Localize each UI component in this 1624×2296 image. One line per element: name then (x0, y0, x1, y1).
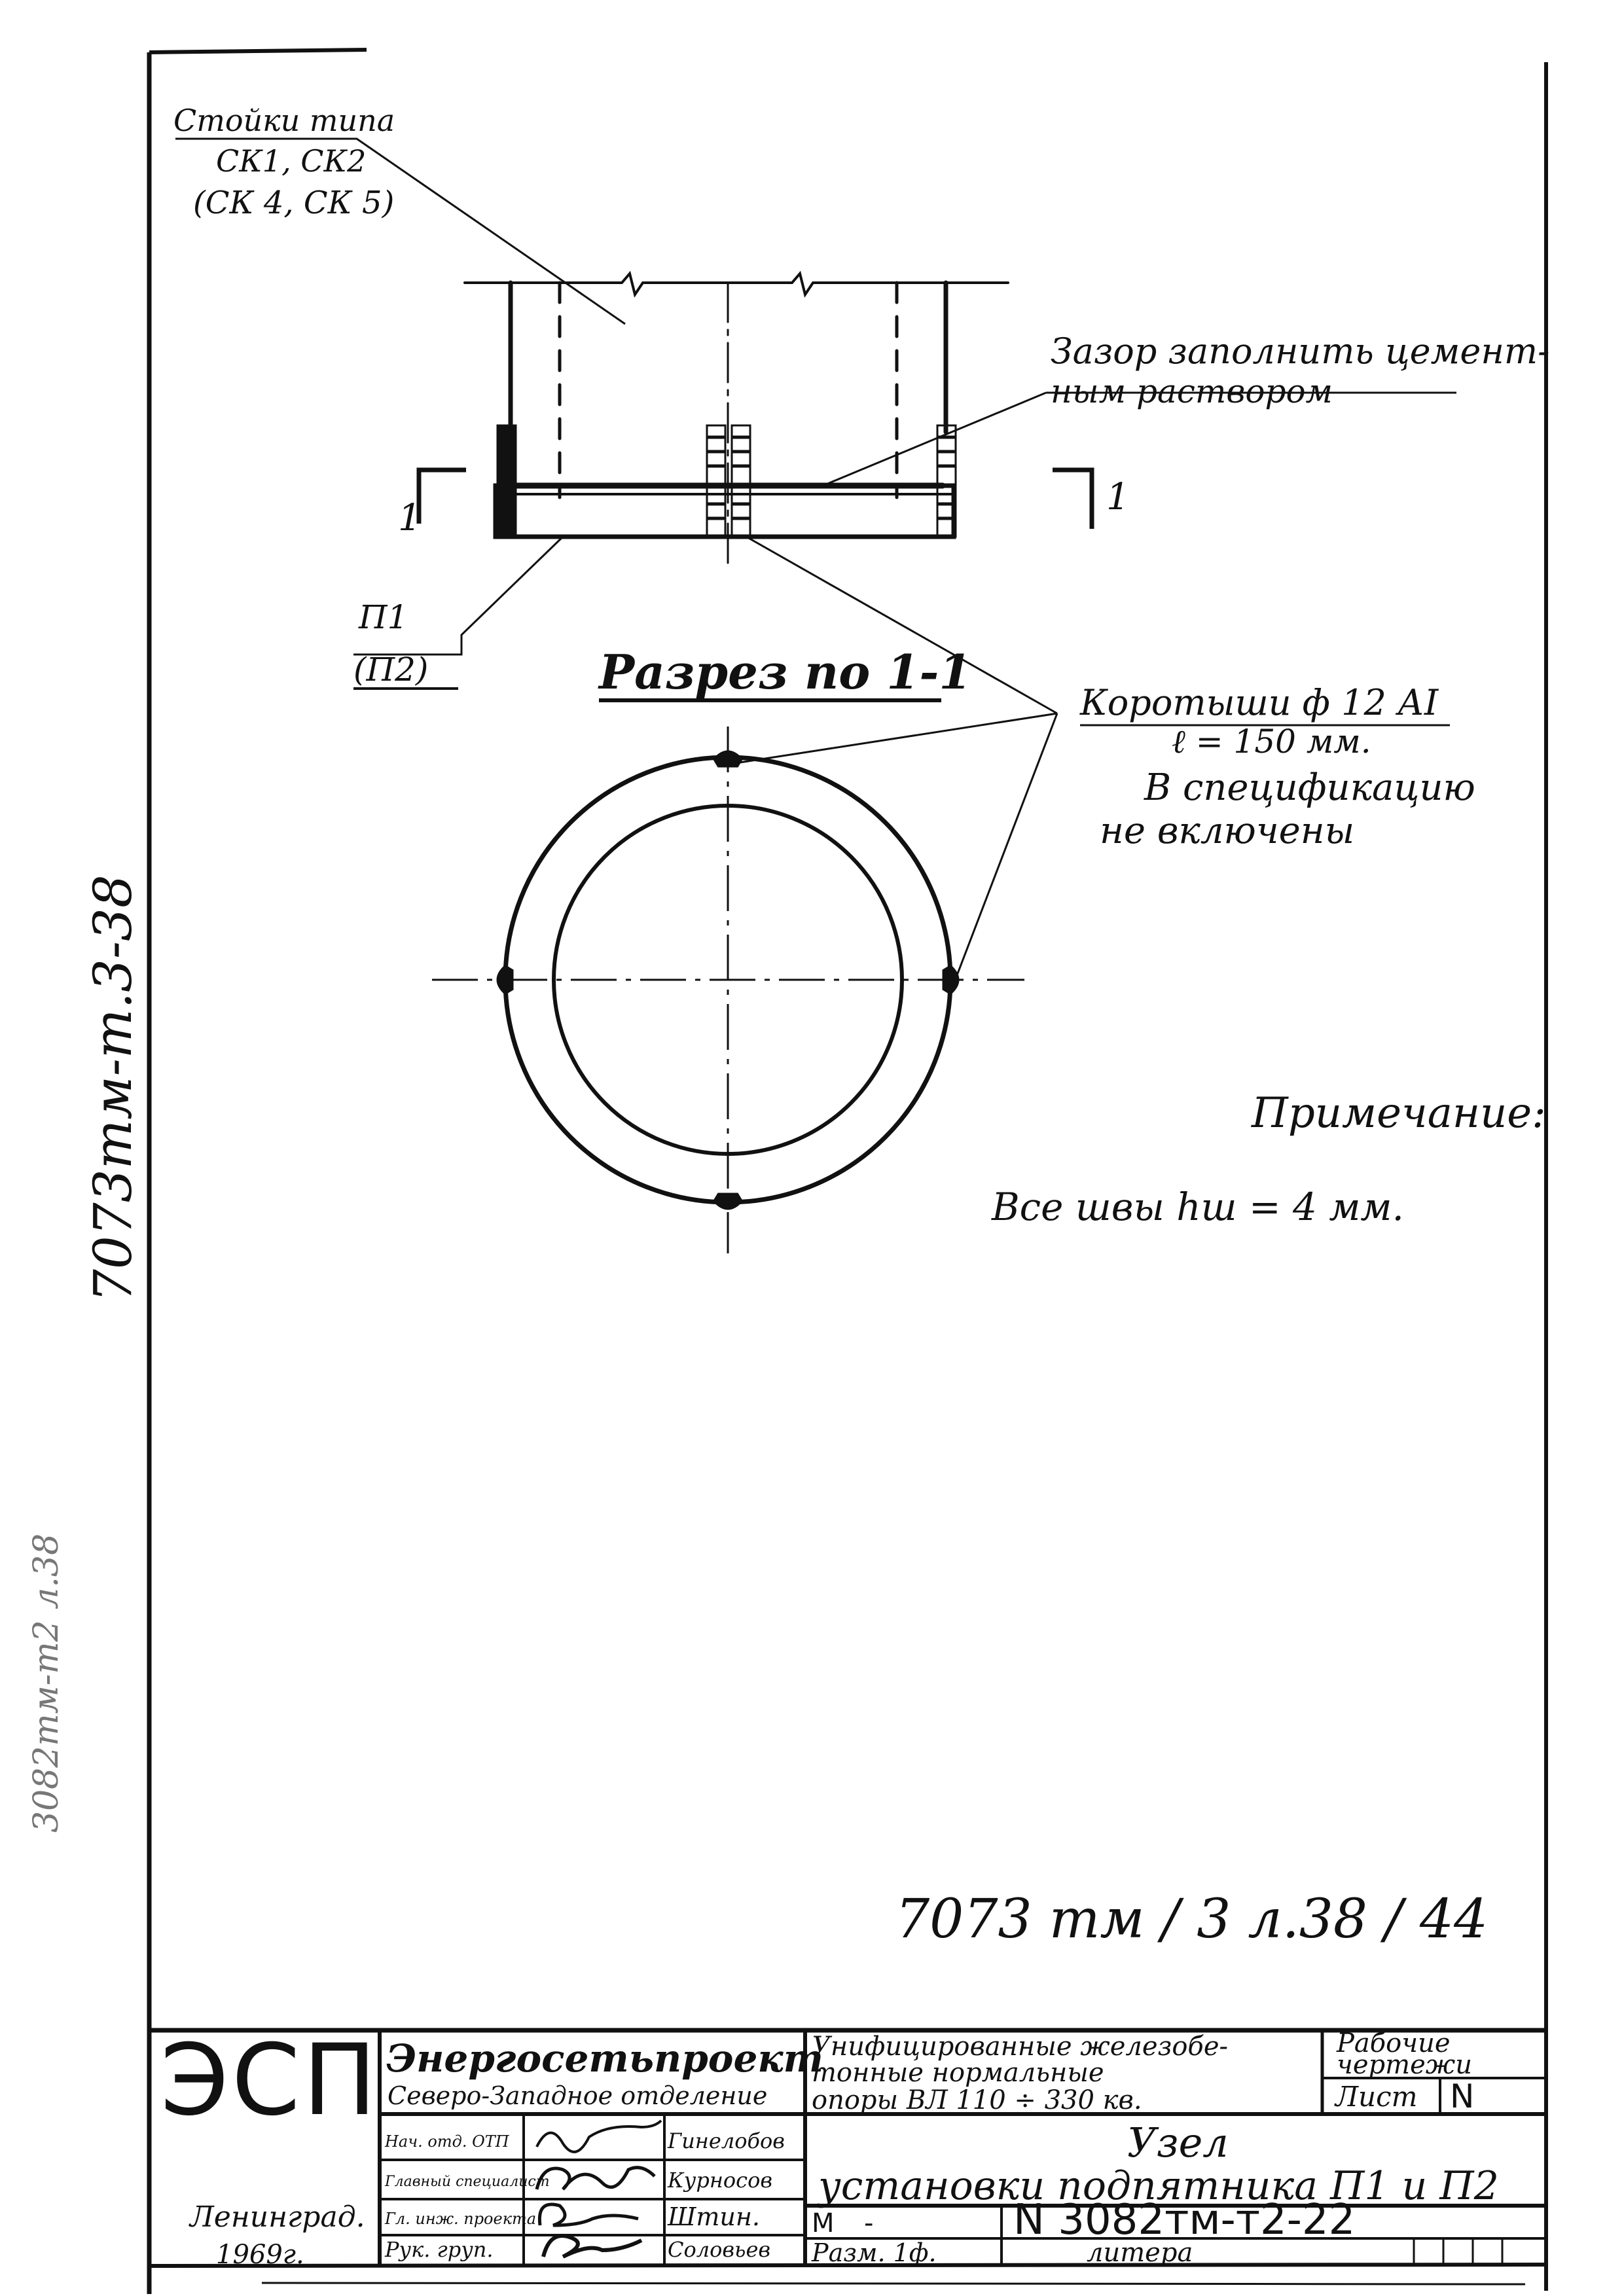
project-line-1: Унифицированные железобе- (812, 2032, 1228, 2062)
label-stubs-2: ℓ = 150 мм. (1172, 723, 1371, 761)
org-name: Энергосетьпроект (386, 2036, 823, 2081)
litera-label: литера (1087, 2238, 1193, 2268)
label-stubs-3: В спецификацию (1144, 766, 1475, 809)
staff-role-2: Главный специалист (384, 2174, 550, 2190)
staff-name-3: Штин. (667, 2202, 760, 2231)
note-text: Все швы hш = 4 мм. (991, 1185, 1404, 1229)
org-branch: Северо-Западное отделение (388, 2081, 767, 2110)
sheet-value: N (1450, 2077, 1474, 2115)
sheet-label: Лист (1334, 2081, 1417, 2113)
scale-value: - (864, 2208, 873, 2238)
project-line-3: опоры ВЛ 110 ÷ 330 кв. (812, 2085, 1142, 2115)
label-stubs-4: не включены (1100, 810, 1354, 852)
leader-lines (175, 137, 1456, 976)
title-line-1: Узел (1127, 2119, 1229, 2166)
elevation-view (463, 270, 1009, 564)
label-section-mark-left: 1 (398, 497, 422, 539)
staff-name-2: Курносов (667, 2168, 772, 2193)
title-block-grid (149, 2028, 1546, 2266)
project-line-2: тонные нормальные (812, 2058, 1104, 2088)
stage-line-2: чертежи (1337, 2050, 1472, 2080)
staff-name-4: Соловьев (668, 2237, 770, 2262)
label-p1: П1 (358, 598, 408, 636)
section-1-1-view (432, 726, 1024, 1253)
section-title: Разрез по 1-1 (598, 644, 971, 700)
label-stands-2: СК1, СК2 (216, 143, 366, 179)
side-code: 7073тм-т.3-38 (82, 874, 143, 1302)
label-p2: (П2) (353, 651, 428, 689)
year: 1969г. (216, 2240, 304, 2270)
staff-role-4: Рук. груп. (384, 2237, 494, 2262)
handwritten-reference: 7073 тм / 3 л.38 / 44 (895, 1888, 1488, 1950)
signature-1 (535, 2119, 662, 2153)
signature-3 (537, 2202, 639, 2227)
title-line-2: установки подпятника П1 и П2 (816, 2163, 1499, 2209)
label-section-mark-right: 1 (1106, 476, 1130, 518)
section-markers (416, 467, 1094, 529)
label-gap-1: Зазор заполнить цемент- (1051, 331, 1549, 372)
signature-2 (535, 2166, 656, 2191)
staff-role-1: Нач. отд. ОТП (384, 2132, 510, 2151)
label-stubs-1: Коротыши ф 12 АI (1079, 682, 1439, 723)
scale-label: М (812, 2208, 835, 2238)
doc-number: N 3082тм-т2-22 (1013, 2196, 1355, 2244)
sheet-frame (147, 48, 1548, 2294)
signature-4 (541, 2234, 643, 2259)
staff-role-3: Гл. инж. проекта (384, 2210, 536, 2228)
drawing-labels: Стойки типа СК1, СК2 (СК 4, СК 5) Зазор … (173, 103, 1549, 1229)
stage-line-1: Рабочие (1336, 2028, 1451, 2058)
side-code-faint: 3082тм-т2 л.38 (27, 1534, 66, 1833)
staff-name-1: Гинелобов (667, 2128, 785, 2153)
label-stands-1: Стойки типа (173, 103, 395, 138)
note-title: Примечание: (1251, 1089, 1546, 1138)
city: Ленинград. (189, 2200, 365, 2234)
logo: ЭСП (160, 2024, 379, 2138)
label-stands-3: (СК 4, СК 5) (193, 185, 394, 221)
label-gap-2: ным раствором (1051, 372, 1333, 410)
title-block: ЭСП Энергосетьпроект Северо-Западное отд… (160, 2024, 1499, 2270)
format-label: Разм. 1ф. (811, 2238, 937, 2267)
